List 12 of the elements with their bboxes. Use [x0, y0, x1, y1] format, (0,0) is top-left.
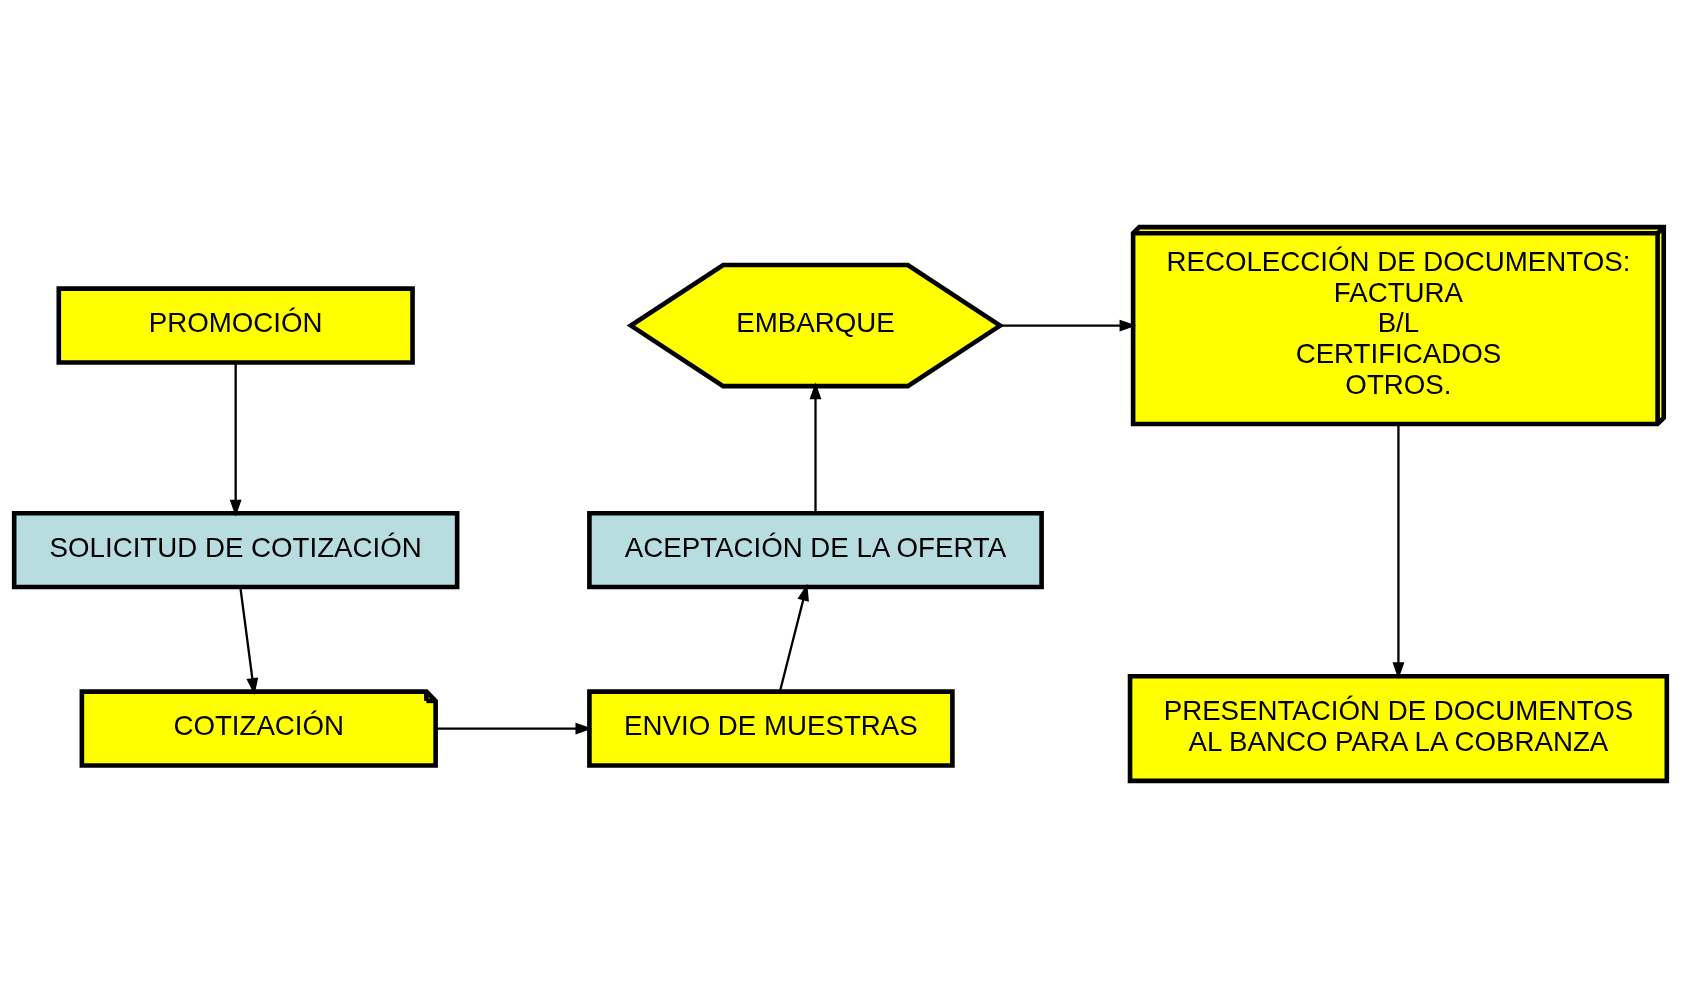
arrow — [239, 587, 259, 696]
arrow — [1000, 319, 1137, 332]
node-box: SOLICITUD DE COTIZACIÓN — [11, 510, 460, 590]
arrow — [435, 722, 593, 735]
node-box: ENVIO DE MUESTRAS — [587, 689, 955, 768]
node-box: ACEPTACIÓN DE LA OFERTA — [587, 510, 1044, 590]
arrow — [778, 583, 809, 692]
arrow — [1392, 424, 1405, 680]
node-box: PRESENTACIÓN DE DOCUMENTOS AL BANCO PARA LA COBRANZA — [1127, 673, 1670, 784]
node-box: PROMOCIÓN — [56, 286, 415, 365]
arrow — [809, 382, 822, 514]
arrow — [229, 362, 242, 517]
